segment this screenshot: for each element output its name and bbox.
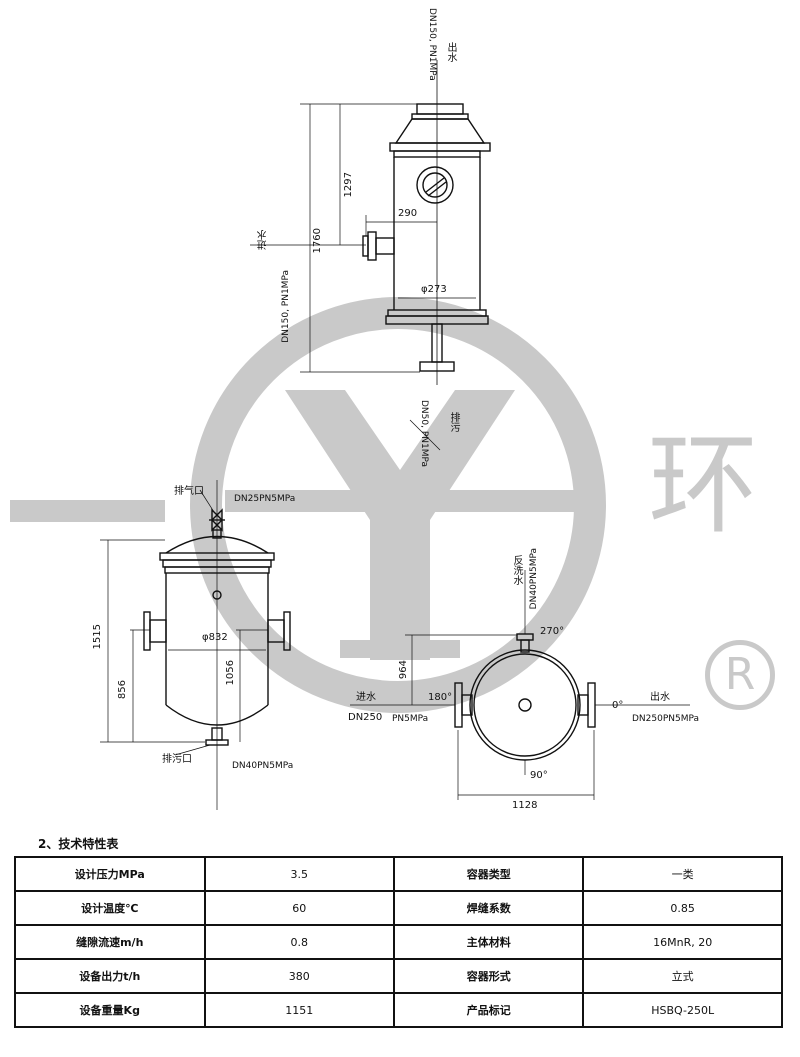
dim-1128: 1128 <box>512 800 538 811</box>
vent-spec: DN25PN5MPa <box>234 494 296 504</box>
side-drain-spec: DN40PN5MPa <box>232 761 294 771</box>
cell-value: 1151 <box>203 992 396 1028</box>
cell-value: HSBQ-250L <box>582 992 783 1028</box>
dim-856: 856 <box>117 680 128 700</box>
cell-label: 主体材料 <box>393 924 585 960</box>
cell-label: 设备出力t/h <box>14 958 206 994</box>
dim-290: 290 <box>398 208 418 219</box>
top-inlet-label: 进水 <box>258 230 269 250</box>
table-title: 2、技术特性表 <box>38 837 119 851</box>
dim-1760: 1760 <box>312 228 323 254</box>
top-outlet-spec: DN150, PN1MPa <box>427 8 437 81</box>
top-drain-spec: DN50, PN1MPa <box>419 400 429 468</box>
cell-value: 立式 <box>582 958 783 994</box>
backwash-spec: DN40PN5MPa <box>529 548 539 610</box>
dim-1056: 1056 <box>225 660 236 686</box>
watermark-yi-bar <box>10 500 165 522</box>
cell-value: 0.85 <box>582 890 783 926</box>
drawing-lines <box>100 60 690 810</box>
table-row: 设计温度℃ 60 焊缝系数 0.85 <box>14 890 783 926</box>
plan-inlet-spec-b: PN5MPa <box>392 714 429 724</box>
plan-outlet-spec: DN250PN5MPa <box>632 714 700 724</box>
top-outlet-label: 出水 <box>445 42 456 62</box>
table-row: 设备重量Kg 1151 产品标记 HSBQ-250L <box>14 992 783 1028</box>
backwash-label: 反洗水 <box>511 555 522 585</box>
dim-964: 964 <box>398 660 409 680</box>
plan-inlet-label: 进水 <box>356 692 376 703</box>
cell-value: 0.8 <box>203 924 396 960</box>
table-row: 设备出力t/h 380 容器形式 立式 <box>14 958 783 994</box>
table-row: 设计压力MPa 3.5 容器类型 一类 <box>14 856 783 892</box>
dim-1515: 1515 <box>92 624 103 650</box>
dim-273: φ273 <box>421 284 447 295</box>
engineering-drawing: 环 R <box>10 8 775 811</box>
cell-value: 3.5 <box>203 856 396 892</box>
side-vessel <box>100 480 291 810</box>
angle-90: 90° <box>530 770 548 781</box>
cell-label: 缝隙流速m/h <box>14 924 206 960</box>
side-drain-label: 排污口 <box>162 754 192 765</box>
watermark-logo <box>190 297 606 713</box>
top-filter <box>250 60 491 451</box>
spec-table: 设计压力MPa 3.5 容器类型 一类 设计温度℃ 60 焊缝系数 0.85 缝… <box>14 856 783 1028</box>
plan-inlet-spec-a: DN250 <box>348 712 383 723</box>
cell-label: 产品标记 <box>393 992 585 1028</box>
angle-180: 180° <box>428 692 453 703</box>
plan-outlet-label: 出水 <box>650 692 670 703</box>
plan-view <box>350 570 690 800</box>
cell-label: 焊缝系数 <box>393 890 585 926</box>
cell-label: 容器类型 <box>393 856 585 892</box>
watermark-registered: R <box>705 640 775 710</box>
cell-label: 设计温度℃ <box>14 890 206 926</box>
angle-270: 270° <box>540 626 565 637</box>
cell-label: 设计压力MPa <box>14 856 206 892</box>
angle-0: 0° <box>612 700 624 711</box>
cell-value: 16MnR, 20 <box>582 924 783 960</box>
vent-label: 排气口 <box>174 486 204 497</box>
dim-1297: 1297 <box>343 172 354 198</box>
top-drain-label: 排污 <box>448 412 459 432</box>
watermark-huan: 环 <box>648 421 758 549</box>
cell-value: 一类 <box>582 856 783 892</box>
cell-label: 设备重量Kg <box>14 992 206 1028</box>
dim-832: φ832 <box>202 632 228 643</box>
cell-value: 60 <box>203 890 396 926</box>
top-inlet-spec: DN150, PN1MPa <box>281 270 291 343</box>
table-row: 缝隙流速m/h 0.8 主体材料 16MnR, 20 <box>14 924 783 960</box>
cell-label: 容器形式 <box>393 958 585 994</box>
cell-value: 380 <box>203 958 396 994</box>
